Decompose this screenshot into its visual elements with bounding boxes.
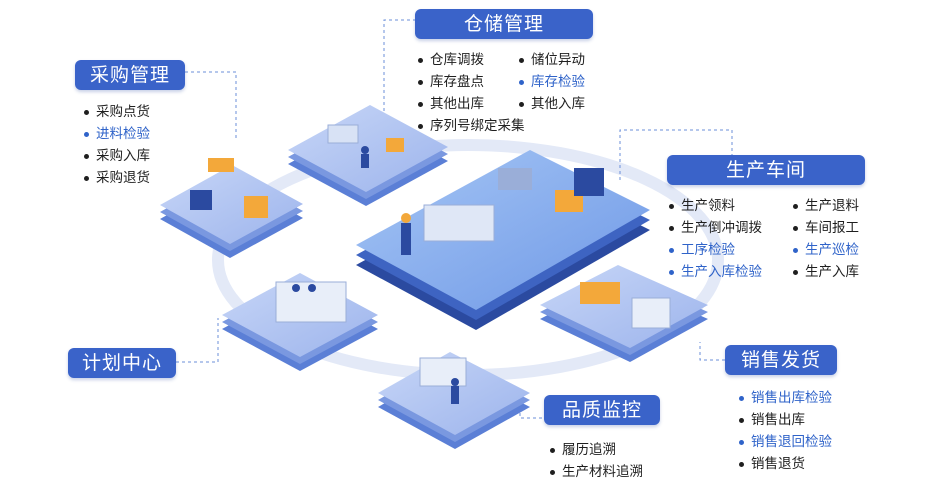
warehouse-item: 储位异动 — [517, 49, 585, 71]
warehouse-item-highlight: 库存检验 — [517, 71, 585, 93]
workshop-item: 生产领料 — [667, 195, 762, 217]
workshop-item: 生产入库 — [791, 261, 859, 283]
forklift — [190, 190, 212, 210]
purchase-item: 采购入库 — [82, 145, 150, 167]
workshop-item: 生产倒冲调拨 — [667, 217, 762, 239]
workshop-item: 生产退料 — [791, 195, 859, 217]
quality-item: 生产材料追溯 — [548, 461, 643, 483]
rack — [327, 124, 359, 144]
production-platform — [356, 150, 650, 330]
purchase-list: 采购点货 进料检验 采购入库 采购退货 — [82, 101, 150, 189]
robot-arm — [498, 168, 532, 190]
warehouse-item: 序列号绑定采集 — [416, 115, 525, 137]
quality-title: 品质监控 — [544, 395, 660, 425]
machine — [423, 204, 495, 242]
warehouse-platform — [288, 105, 448, 206]
sales-item: 销售出库 — [737, 409, 832, 431]
workshop-item: 车间报工 — [791, 217, 859, 239]
cargo-box — [244, 196, 268, 218]
workshop-list-col2: 生产退料 车间报工 生产巡检 生产入库 — [791, 195, 859, 283]
quality-list: 履历追溯 生产材料追溯 — [548, 439, 643, 483]
purchase-platform — [160, 158, 303, 258]
workshop-item-highlight: 生产入库检验 — [667, 261, 762, 283]
sales-list: 销售出库检验 销售出库 销售退回检验 销售退货 — [737, 387, 832, 475]
workshop-item-highlight: 工序检验 — [667, 239, 762, 261]
workshop-list-col1: 生产领料 生产倒冲调拨 工序检验 生产入库检验 — [667, 195, 762, 283]
shipping-desk — [631, 297, 671, 329]
cargo-box — [386, 138, 404, 152]
planning-platform — [222, 273, 378, 371]
quality-item: 履历追溯 — [548, 439, 643, 461]
purchase-title: 采购管理 — [75, 60, 185, 90]
purchase-item: 采购退货 — [82, 167, 150, 189]
sales-platform — [540, 265, 708, 362]
monitor-station — [419, 357, 467, 387]
purchase-item: 采购点货 — [82, 101, 150, 123]
purchase-item-highlight: 进料检验 — [82, 123, 150, 145]
planning-title: 计划中心 — [68, 348, 176, 378]
warehouse-item: 仓库调拨 — [416, 49, 525, 71]
sales-title: 销售发货 — [725, 345, 837, 375]
workshop-title: 生产车间 — [667, 155, 865, 185]
workshop-item-highlight: 生产巡检 — [791, 239, 859, 261]
sales-item-highlight: 销售出库检验 — [737, 387, 832, 409]
warehouse-list-col1: 仓库调拨 库存盘点 其他出库 序列号绑定采集 — [416, 49, 525, 137]
worker — [401, 223, 411, 255]
warehouse-item: 其他出库 — [416, 93, 525, 115]
sales-item: 销售退货 — [737, 453, 832, 475]
quality-platform — [378, 352, 530, 449]
cargo-box — [580, 282, 620, 304]
warehouse-item: 其他入库 — [517, 93, 585, 115]
cargo-box — [208, 158, 234, 172]
forklift — [574, 168, 604, 196]
warehouse-title: 仓储管理 — [415, 9, 593, 39]
sales-item-highlight: 销售退回检验 — [737, 431, 832, 453]
warehouse-list-col2: 储位异动 库存检验 其他入库 — [517, 49, 585, 115]
warehouse-item: 库存盘点 — [416, 71, 525, 93]
